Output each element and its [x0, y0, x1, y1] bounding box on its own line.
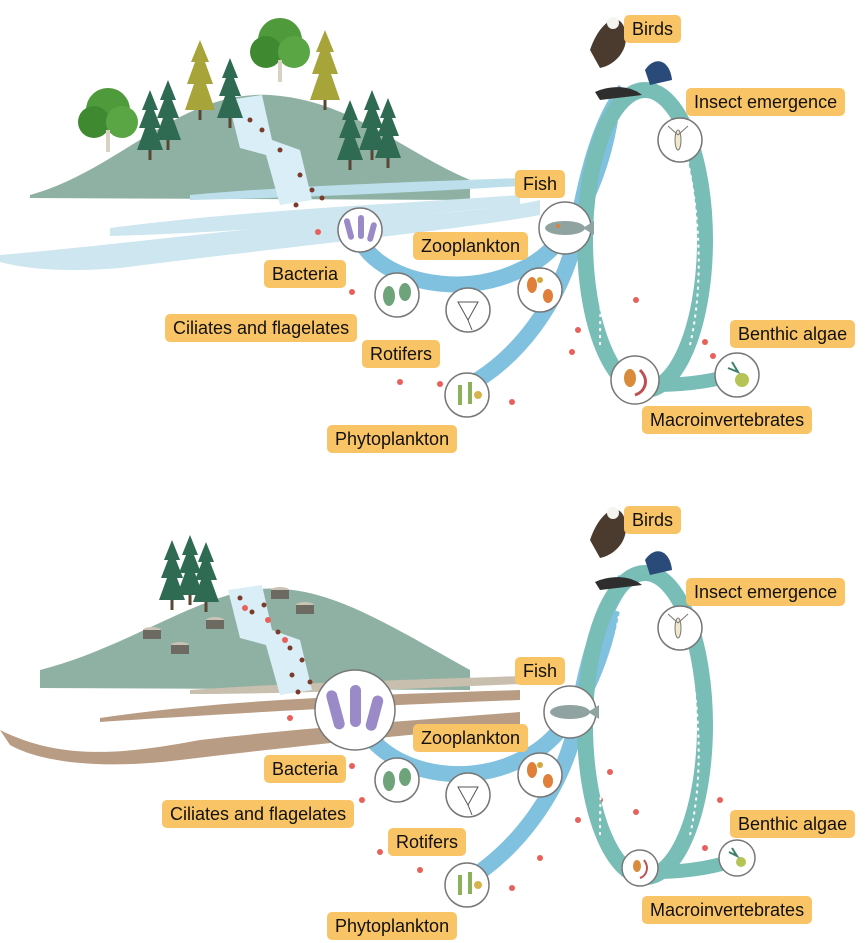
label-zooplankton: Zooplankton	[413, 724, 529, 752]
phytoplankton-icon	[458, 872, 482, 895]
bacteria-icon	[326, 685, 384, 731]
label-bacteria: Bacteria	[264, 260, 347, 288]
macroinvertebrate-icon	[633, 859, 648, 879]
stream	[0, 200, 540, 270]
label-insect-emergence: Insect emergence	[686, 578, 846, 606]
benthic-algae-circle	[714, 352, 760, 398]
bird-icon	[590, 507, 672, 590]
fish-icon	[545, 221, 594, 235]
zooplankton-circle	[517, 267, 563, 313]
waterfall	[228, 95, 312, 205]
rotifer-icon	[457, 786, 479, 816]
benthic-algae-icon	[728, 847, 746, 867]
phytoplankton-icon	[458, 382, 482, 405]
label-fish: Fish	[515, 657, 566, 685]
label-zooplankton: Zooplankton	[413, 232, 529, 260]
label-bacteria: Bacteria	[264, 755, 347, 783]
zooplankton-icon	[527, 277, 553, 303]
macroinvertebrate-icon	[624, 368, 647, 397]
rotifer-icon	[457, 301, 479, 331]
insect-icon	[667, 613, 689, 639]
label-ciliates-and-flagelates: Ciliates and flagelates	[165, 314, 358, 342]
phytoplankton-circle	[444, 862, 490, 908]
benthic-algae-circle	[718, 839, 756, 877]
label-phytoplankton: Phytoplankton	[327, 425, 458, 453]
ciliates-circle	[374, 272, 420, 318]
zooplankton-circle	[517, 752, 563, 798]
label-birds: Birds	[624, 15, 682, 43]
label-ciliates-and-flagelates: Ciliates and flagelates	[162, 800, 355, 828]
bird-icon	[590, 17, 672, 100]
label-phytoplankton: Phytoplankton	[327, 912, 458, 940]
fish-icon	[550, 705, 599, 719]
panel-intact	[0, 17, 760, 418]
label-macroinvertebrates: Macroinvertebrates	[642, 406, 813, 434]
label-benthic-algae: Benthic algae	[730, 810, 856, 838]
label-benthic-algae: Benthic algae	[730, 320, 856, 348]
panel-logged	[0, 507, 756, 908]
label-insect-emergence: Insect emergence	[686, 88, 846, 116]
benthic-algae-icon	[727, 361, 749, 387]
label-birds: Birds	[624, 506, 682, 534]
label-fish: Fish	[515, 170, 566, 198]
ciliate-icon	[383, 768, 411, 791]
ciliate-icon	[383, 283, 411, 306]
zooplankton-icon	[527, 762, 553, 788]
rotifers-circle	[445, 287, 491, 333]
label-rotifers: Rotifers	[362, 340, 441, 368]
ciliates-circle	[374, 757, 420, 803]
rotifers-circle	[445, 772, 491, 818]
insect-icon	[667, 125, 689, 151]
label-macroinvertebrates: Macroinvertebrates	[642, 896, 813, 924]
bacteria-icon	[343, 215, 377, 242]
phytoplankton-circle	[444, 372, 490, 418]
waterfall	[228, 585, 312, 695]
label-rotifers: Rotifers	[388, 828, 467, 856]
